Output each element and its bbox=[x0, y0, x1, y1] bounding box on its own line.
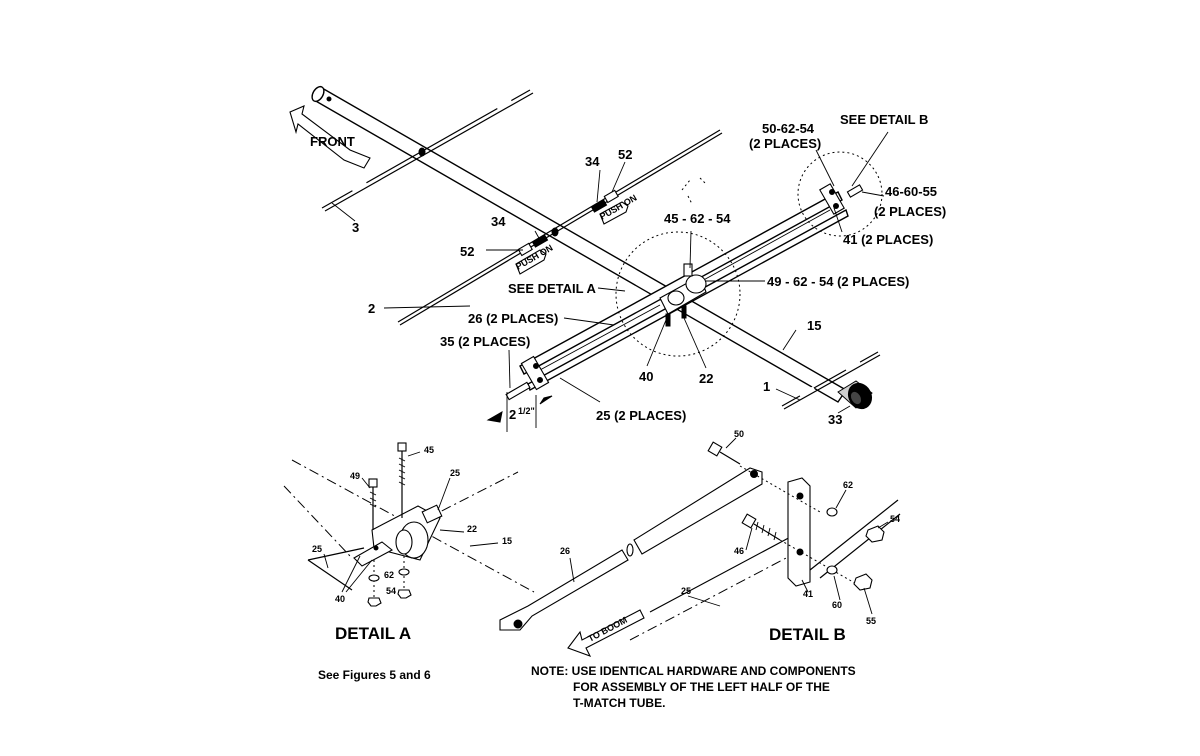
note-line-2: FOR ASSEMBLY OF THE LEFT HALF OF THE bbox=[573, 680, 830, 694]
dimension-label: 2 bbox=[509, 407, 516, 422]
element-1 bbox=[781, 351, 881, 410]
shorting-clamp-left bbox=[505, 355, 550, 401]
callout-46-60-55: 46-60-55 bbox=[885, 184, 937, 199]
callout-33: 33 bbox=[828, 412, 842, 427]
boom-end-cap bbox=[837, 380, 873, 410]
callout-40: 40 bbox=[639, 369, 653, 384]
footer-notes: See Figures 5 and 6 NOTE: USE IDENTICAL … bbox=[318, 664, 856, 710]
see-detail-a-label: SEE DETAIL A bbox=[508, 281, 596, 296]
callout-26: 26 (2 PLACES) bbox=[468, 311, 558, 326]
element-cap-34-upper bbox=[590, 189, 619, 213]
detail-a-bolt-45 bbox=[397, 442, 407, 518]
center-clamp bbox=[659, 263, 707, 327]
detail-a: 45 49 25 25 22 15 40 62 54 DETAIL A bbox=[283, 442, 535, 643]
detail-b-callout-41: 41 bbox=[803, 589, 813, 599]
detail-b-callout-62: 62 bbox=[843, 480, 853, 490]
callout-34-lower: 34 bbox=[491, 214, 506, 229]
callout-3: 3 bbox=[352, 220, 359, 235]
see-detail-b-label: SEE DETAIL B bbox=[840, 112, 928, 127]
front-arrow: FRONT bbox=[289, 105, 371, 169]
detail-a-callout-15: 15 bbox=[502, 536, 512, 546]
element-3 bbox=[321, 89, 534, 212]
detail-a-callout-25-right: 25 bbox=[450, 468, 460, 478]
callout-45-62-54: 45 - 62 - 54 bbox=[664, 211, 731, 226]
element-2 bbox=[397, 129, 723, 326]
callout-1: 1 bbox=[763, 379, 770, 394]
push-on-tag-lower: PUSH ON bbox=[514, 243, 555, 275]
detail-a-callout-45: 45 bbox=[424, 445, 434, 455]
detail-a-callout-62: 62 bbox=[384, 570, 394, 580]
push-on-label-lower: PUSH ON bbox=[514, 243, 555, 272]
detail-b-callout-55: 55 bbox=[866, 616, 876, 626]
callout-41: 41 (2 PLACES) bbox=[843, 232, 933, 247]
callout-52-upper: 52 bbox=[618, 147, 632, 162]
detail-a-callout-25-left: 25 bbox=[312, 544, 322, 554]
callout-49-62-54: 49 - 62 - 54 (2 PLACES) bbox=[767, 274, 909, 289]
detail-a-callout-54: 54 bbox=[386, 586, 396, 596]
note-line-3: T-MATCH TUBE. bbox=[573, 696, 665, 710]
detail-b-circle bbox=[797, 151, 883, 237]
detail-a-callout-40: 40 bbox=[335, 594, 345, 604]
detail-b-bolt-50 bbox=[707, 441, 821, 513]
callout-15: 15 bbox=[807, 318, 821, 333]
callout-50-places: (2 PLACES) bbox=[749, 136, 821, 151]
detail-a-circle bbox=[615, 231, 741, 357]
shorting-clamp-right bbox=[819, 183, 864, 215]
dimension-two-and-half: 2 1/2" bbox=[486, 392, 553, 432]
callout-22: 22 bbox=[699, 371, 713, 386]
detail-b-callout-50: 50 bbox=[734, 429, 744, 439]
detail-b-clamp-41 bbox=[787, 477, 811, 587]
callout-35: 35 (2 PLACES) bbox=[440, 334, 530, 349]
see-figures-text: See Figures 5 and 6 bbox=[318, 668, 431, 682]
callout-25: 25 (2 PLACES) bbox=[596, 408, 686, 423]
to-boom-arrow: TO BOOM bbox=[567, 609, 645, 657]
detail-b-bolt-46 bbox=[741, 513, 861, 587]
front-label: FRONT bbox=[310, 134, 355, 149]
detail-b-callout-25: 25 bbox=[681, 586, 691, 596]
detail-b-callout-26: 26 bbox=[560, 546, 570, 556]
element-cap-34-lower bbox=[517, 234, 549, 257]
note-line-1: NOTE: USE IDENTICAL HARDWARE AND COMPONE… bbox=[531, 664, 856, 678]
callout-2: 2 bbox=[368, 301, 375, 316]
push-on-tag-upper: PUSH ON bbox=[598, 193, 639, 225]
detail-b-callout-54: 54 bbox=[890, 514, 900, 524]
callout-50-62-54: 50-62-54 bbox=[762, 121, 815, 136]
callout-46-places: (2 PLACES) bbox=[874, 204, 946, 219]
detail-a-callout-22: 22 bbox=[467, 524, 477, 534]
detail-a-title: DETAIL A bbox=[335, 624, 411, 643]
detail-b-callout-60: 60 bbox=[832, 600, 842, 610]
leader-lines bbox=[331, 131, 889, 414]
callout-34-upper: 34 bbox=[585, 154, 600, 169]
detail-b-title: DETAIL B bbox=[769, 625, 846, 644]
detail-b-callout-46: 46 bbox=[734, 546, 744, 556]
detail-a-bolt-49 bbox=[368, 478, 378, 530]
callout-52-lower: 52 bbox=[460, 244, 474, 259]
detail-b: TO BOOM bbox=[499, 429, 901, 657]
detail-a-callout-49: 49 bbox=[350, 471, 360, 481]
dimension-fraction: 1/2" bbox=[518, 406, 535, 416]
main-assembly: PUSH ON PUSH ON bbox=[289, 85, 946, 432]
